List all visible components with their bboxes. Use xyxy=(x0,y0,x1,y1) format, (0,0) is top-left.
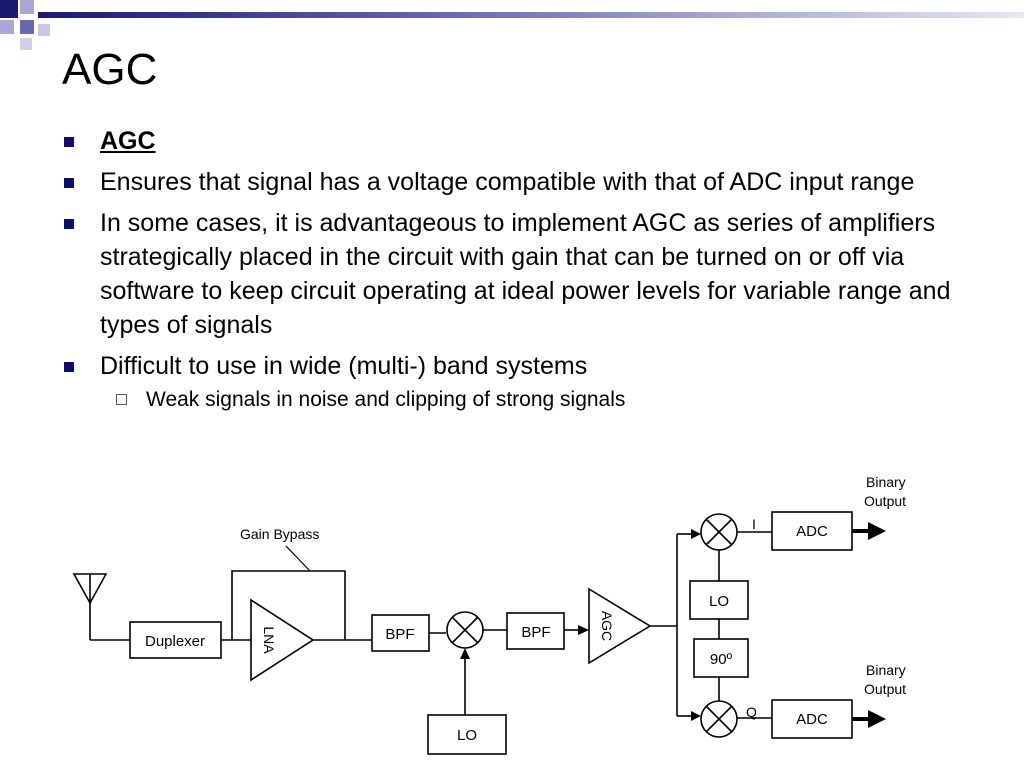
square-bullet-icon xyxy=(64,362,74,372)
gain-bypass-label: Gain Bypass xyxy=(240,526,319,542)
agc-amplifier xyxy=(588,587,652,665)
output-arrow-icon xyxy=(868,710,886,728)
antenna-icon xyxy=(72,573,108,640)
square-bullet-icon xyxy=(64,178,74,188)
receiver-block-diagram: Duplexer LNA Gain Bypass BPF LO BPF AGC … xyxy=(72,474,906,755)
header-square-mid xyxy=(20,20,34,34)
gain-bypass-leader xyxy=(285,545,311,572)
header-square-dark xyxy=(0,0,18,18)
arrow-right-icon xyxy=(691,529,701,539)
binary-output-label: Output xyxy=(864,493,906,509)
branch-q-label: Q xyxy=(746,704,757,720)
header-square-pale xyxy=(20,38,32,50)
header-square-pale xyxy=(38,24,50,36)
bpf-box xyxy=(506,612,565,650)
arrow-up-icon xyxy=(460,648,470,659)
phase-shift-label: 90º xyxy=(710,651,733,668)
header-square-light xyxy=(0,20,14,34)
lo-label: LO xyxy=(457,727,477,744)
bullet-item: In some cases, it is advantageous to imp… xyxy=(62,206,1002,342)
lo-iq-label: LO xyxy=(709,593,729,610)
branch-i-label: I xyxy=(752,516,756,532)
adc-q-label: ADC xyxy=(796,711,828,728)
gain-bypass-wire xyxy=(231,570,346,640)
hollow-square-bullet-icon xyxy=(116,394,127,405)
binary-output-label: Binary xyxy=(866,474,906,490)
mixer-icon xyxy=(446,611,484,649)
binary-output-label: Output xyxy=(864,681,906,697)
lo-box xyxy=(427,714,507,755)
header-square-light xyxy=(20,0,34,14)
square-bullet-icon xyxy=(64,219,74,229)
agc-label: AGC xyxy=(599,611,615,641)
phase-shift-box xyxy=(693,638,749,678)
adc-i-label: ADC xyxy=(796,523,828,540)
binary-output-label: Binary xyxy=(866,662,906,678)
bpf-label: BPF xyxy=(385,626,414,643)
lna-amplifier xyxy=(250,598,315,682)
sub-bullet-text: Weak signals in noise and clipping of st… xyxy=(146,388,626,411)
arrow-right-icon xyxy=(578,625,589,635)
output-arrow-icon xyxy=(868,522,886,540)
bullet-text: In some cases, it is advantageous to imp… xyxy=(100,209,951,339)
bullet-item: AGC xyxy=(62,124,1002,158)
bullet-item: Difficult to use in wide (multi-) band s… xyxy=(62,349,1002,383)
duplexer-label: Duplexer xyxy=(145,633,205,650)
sub-bullet-item: Weak signals in noise and clipping of st… xyxy=(62,386,1002,414)
bullet-text: Difficult to use in wide (multi-) band s… xyxy=(100,352,588,380)
lna-label: LNA xyxy=(261,626,277,654)
mixer-i-icon xyxy=(700,513,738,551)
mixer-q-icon xyxy=(700,700,738,738)
bullet-text: Ensures that signal has a voltage compat… xyxy=(100,168,915,196)
square-bullet-icon xyxy=(64,137,74,147)
arrow-right-icon xyxy=(691,711,701,721)
slide-title: AGC xyxy=(62,45,158,94)
bullet-text: AGC xyxy=(100,127,156,155)
bullet-item: Ensures that signal has a voltage compat… xyxy=(62,165,1002,199)
bpf-label: BPF xyxy=(521,624,550,641)
bullet-list: AGC Ensures that signal has a voltage co… xyxy=(62,124,1002,414)
header-gradient-bar xyxy=(38,12,1024,18)
